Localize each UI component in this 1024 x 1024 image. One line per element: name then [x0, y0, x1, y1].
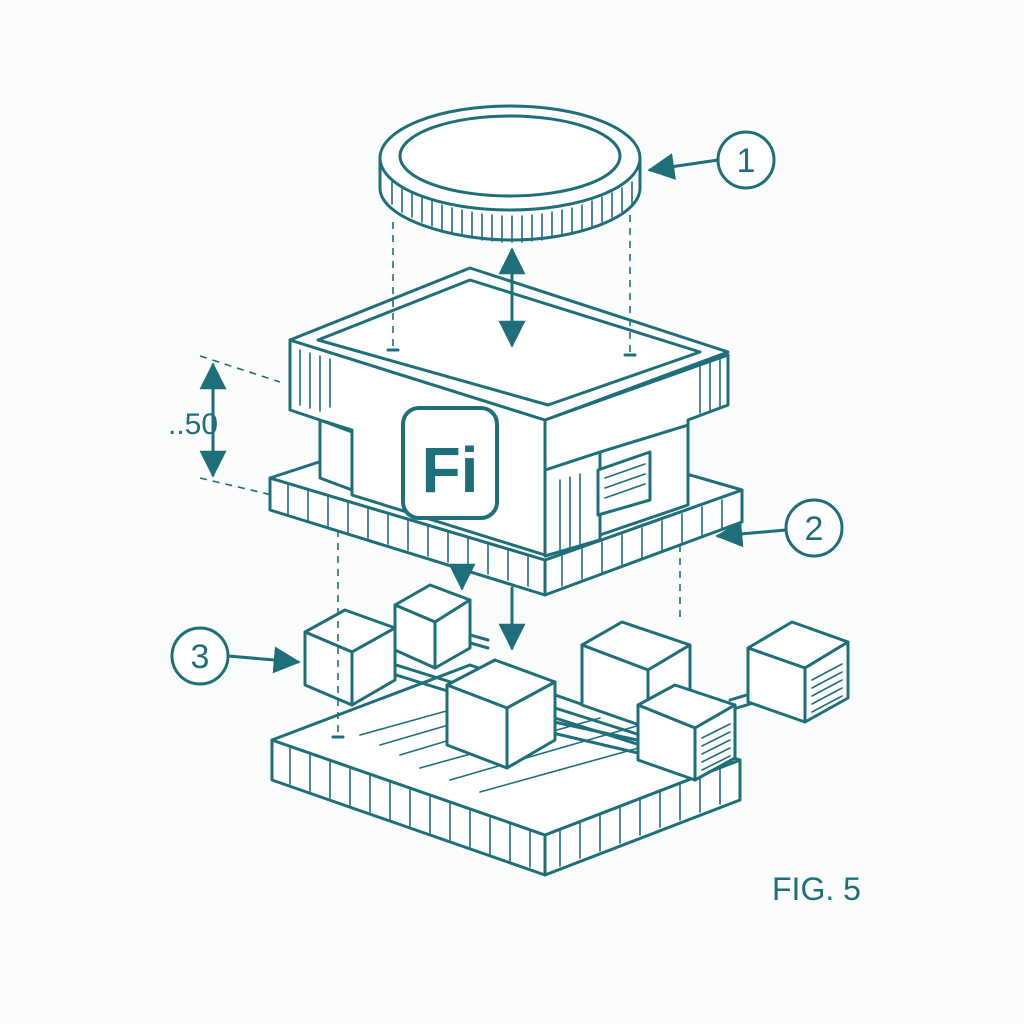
height-dimension: ..50 [168, 355, 281, 496]
cube-back [393, 583, 472, 670]
guide-lines [331, 215, 681, 739]
cube-center [445, 658, 557, 770]
dimension-label: ..50 [168, 408, 218, 441]
disc-knurling [391, 181, 633, 243]
logo-text: Fi [422, 434, 479, 506]
fi-logo: Fi [401, 406, 499, 520]
callout-3-number: 3 [191, 638, 210, 676]
cube-right-front [636, 683, 737, 782]
callout-2-number: 2 [805, 510, 824, 548]
top-disc [378, 104, 642, 243]
figure-caption: FIG. 5 [772, 871, 861, 907]
callout-1-number: 1 [737, 142, 756, 180]
callout-2: 2 [715, 498, 844, 558]
cube-array [303, 583, 850, 782]
cube-left [303, 608, 397, 707]
assembly-arrows [448, 247, 526, 651]
cube-far-right [746, 620, 850, 724]
callout-3: 3 [170, 626, 301, 686]
callout-1: 1 [647, 130, 776, 190]
